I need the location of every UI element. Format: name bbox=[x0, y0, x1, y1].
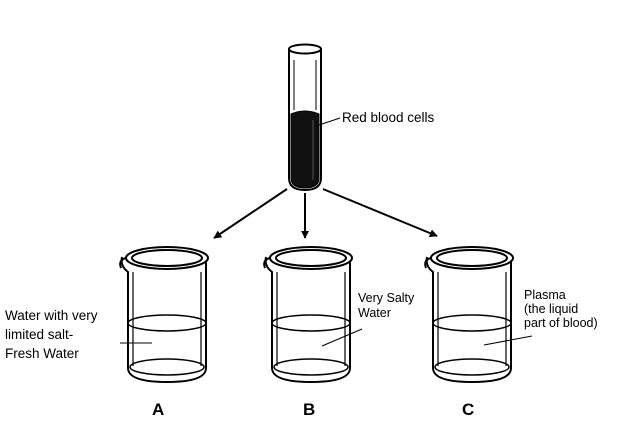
beaker-b-letter: B bbox=[303, 400, 316, 419]
beaker-a-label-line3: Fresh Water bbox=[5, 346, 79, 361]
beaker-a-label-line1: Water with very bbox=[5, 308, 98, 323]
red-blood-cells-label: Red blood cells bbox=[342, 110, 435, 125]
beaker-c-label-line2: (the liquid bbox=[524, 302, 579, 316]
beaker-b-pointer bbox=[321, 328, 363, 347]
arrow-to-a bbox=[213, 188, 288, 239]
beaker-c-label-line1: Plasma bbox=[524, 288, 566, 302]
beaker-a-label-line2: limited salt- bbox=[5, 327, 74, 342]
beaker-c-label-line3: part of blood) bbox=[524, 316, 598, 330]
red-blood-cells-fill bbox=[290, 110, 320, 189]
beaker-b bbox=[263, 246, 353, 384]
beaker-b-label-line2: Water bbox=[358, 306, 391, 320]
beaker-c-letter: C bbox=[462, 400, 475, 419]
red-blood-cells-pointer bbox=[315, 117, 341, 127]
beaker-c bbox=[424, 246, 514, 384]
arrow-to-c bbox=[322, 188, 438, 237]
beaker-a bbox=[119, 246, 209, 384]
test-tube bbox=[288, 43, 322, 192]
beaker-c-pointer bbox=[483, 335, 533, 346]
beaker-b-label-line1: Very Salty bbox=[358, 291, 415, 305]
beaker-a-letter: A bbox=[152, 400, 165, 419]
